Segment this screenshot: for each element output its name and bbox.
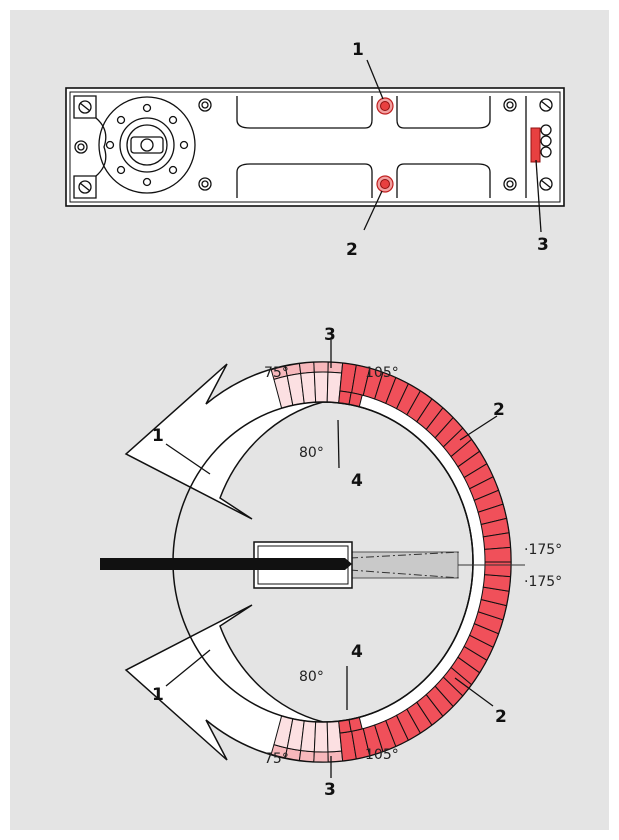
dial-callouts: 1 1 2 2 3 3 4 4 (152, 325, 507, 800)
callout-range-bottom: 2 (495, 707, 507, 727)
bottom-outer-light-segment (313, 751, 329, 763)
top-inner-light-segment (313, 371, 329, 403)
callout-light-bottom: 4 (351, 642, 363, 662)
callout-arrow-bottom: 1 (152, 685, 164, 705)
spindle (98, 96, 196, 194)
range-segments (270, 361, 512, 763)
top-outer-light-segment (327, 361, 344, 374)
angle-end-upper: ·175° (524, 542, 562, 558)
angle-end-lower: ·175° (524, 574, 562, 590)
top-red-segment (484, 546, 512, 563)
bottom-outer-light-segment (298, 749, 315, 763)
bottom-outer-light-segment (327, 750, 344, 763)
angle-bottom-inner: 80° (299, 669, 324, 685)
adjustment-screws (376, 97, 394, 193)
bottom-red-segment (395, 708, 422, 741)
bottom-red-segment (482, 574, 512, 592)
bottom-red-segment (463, 634, 494, 661)
housing-screws (198, 98, 517, 191)
top-outer-light-segment (298, 361, 315, 375)
bottom-red-segment (477, 598, 508, 621)
angle-top-left: 75° (264, 365, 289, 381)
bottom-red-segment (374, 719, 397, 753)
bottom-red-segment (450, 656, 481, 686)
callout-light-top: 4 (351, 471, 363, 491)
bottom-red-segment (480, 586, 510, 607)
callout-segment-bottom: 3 (324, 780, 336, 800)
bottom-red-segment (468, 622, 500, 648)
angle-bottom-right: 105° (365, 747, 399, 763)
bottom-red-segment (457, 645, 488, 674)
top-outer-light-segment (313, 361, 329, 373)
floor-spring-top-view: 1 2 3 (65, 40, 565, 260)
bottom-red-segment (425, 685, 454, 717)
angle-top-right: 105° (365, 365, 399, 381)
bottom-red-segment (484, 561, 512, 578)
bottom-red-segment (434, 676, 464, 708)
door-bar (100, 558, 345, 570)
left-end-fittings (73, 95, 107, 199)
bottom-red-segment (406, 701, 433, 734)
top-callouts: 1 2 3 (346, 40, 549, 260)
angle-top-inner: 80° (299, 445, 324, 461)
door-arm (100, 541, 525, 589)
bottom-inner-light-segment (313, 721, 329, 753)
bottom-red-segment (416, 693, 444, 726)
bottom-red-segment (385, 714, 410, 748)
opening-angle-dial: 1 1 2 2 3 3 4 4 75° 105° 80° 75° 105° 80… (100, 325, 562, 800)
callout-range-top: 2 (493, 400, 505, 420)
callout-1: 1 (352, 40, 364, 60)
spring-chambers (236, 96, 491, 198)
callout-segment-top: 3 (324, 325, 336, 345)
bottom-red-segment (473, 611, 504, 635)
bottom-red-segment (362, 724, 384, 757)
angle-labels: 75° 105° 80° 75° 105° 80° ·175° ·175° (264, 365, 562, 767)
callout-2: 2 (346, 240, 358, 260)
angle-bottom-left: 75° (264, 751, 289, 767)
callout-arrow-top: 1 (152, 426, 164, 446)
callout-3: 3 (537, 235, 549, 255)
